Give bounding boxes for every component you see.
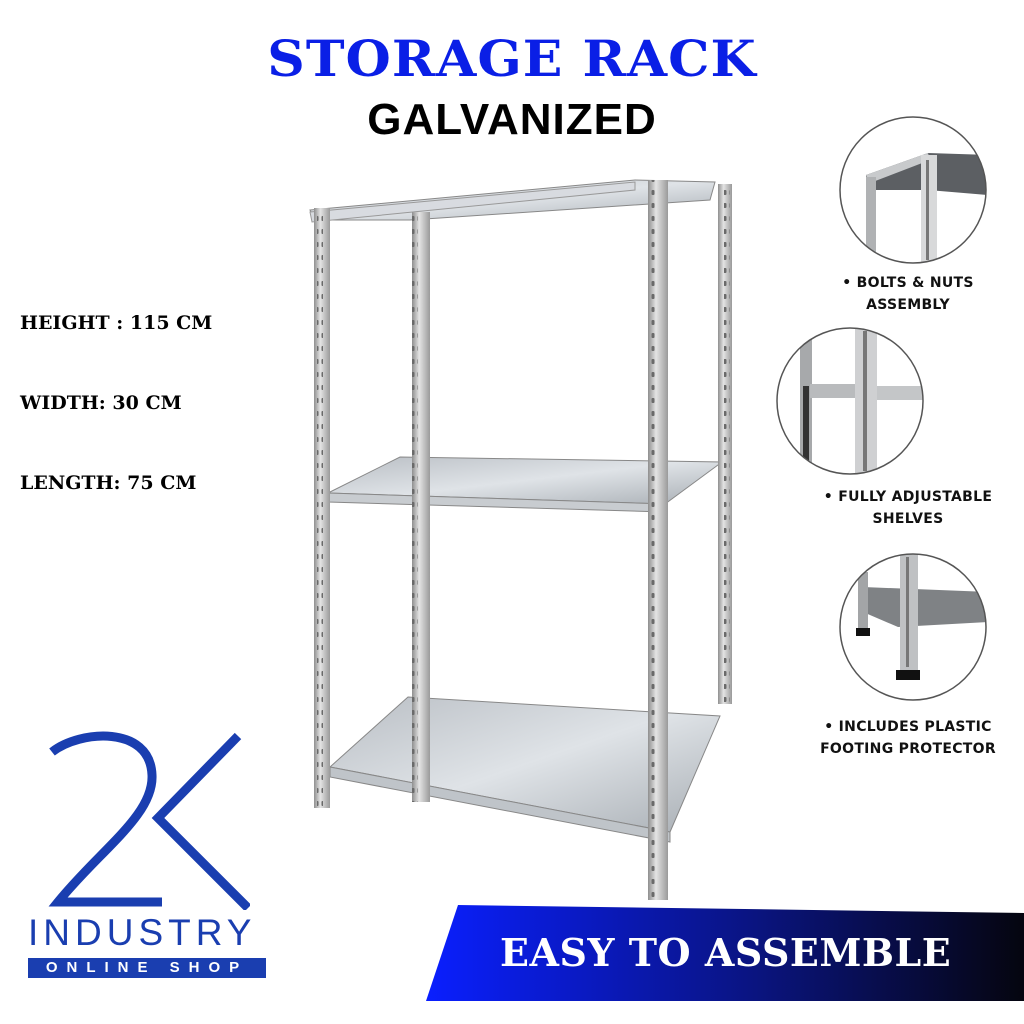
feature-bolts-nuts: • BOLTS & NUTS ASSEMBLY: [780, 272, 1024, 316]
brand-name: INDUSTRY: [28, 912, 257, 953]
footing-protector-closeup-icon: [839, 553, 987, 701]
brand-tagline: ONLINE SHOP: [28, 958, 266, 978]
spec-height: HEIGHT : 115 CM: [20, 312, 213, 334]
feature-line2: FOOTING PROTECTOR: [820, 741, 996, 757]
storage-rack-image: [309, 179, 732, 900]
feature-line1: • BOLTS & NUTS: [842, 275, 974, 291]
page-title: STORAGE RACK: [267, 30, 757, 89]
feature-adjustable-shelves: • FULLY ADJUSTABLE SHELVES: [780, 486, 1024, 530]
feature-line2: ASSEMBLY: [866, 297, 950, 313]
feature-footing-protector: • INCLUDES PLASTIC FOOTING PROTECTOR: [780, 716, 1024, 760]
feature-line1: • FULLY ADJUSTABLE: [823, 489, 993, 505]
spec-width: WIDTH: 30 CM: [20, 392, 182, 414]
banner-background: [426, 905, 1024, 1001]
feature-line1: • INCLUDES PLASTIC: [824, 719, 992, 735]
feature-line2: SHELVES: [872, 511, 944, 527]
page-subtitle: GALVANIZED: [367, 95, 657, 144]
spec-length: LENGTH: 75 CM: [20, 472, 197, 494]
bolts-nuts-closeup-icon: [839, 116, 987, 264]
banner-text: EASY TO ASSEMBLE: [500, 930, 952, 975]
brand-logo-2k-icon: [48, 731, 250, 910]
adjustable-shelves-closeup-icon: [776, 327, 924, 475]
